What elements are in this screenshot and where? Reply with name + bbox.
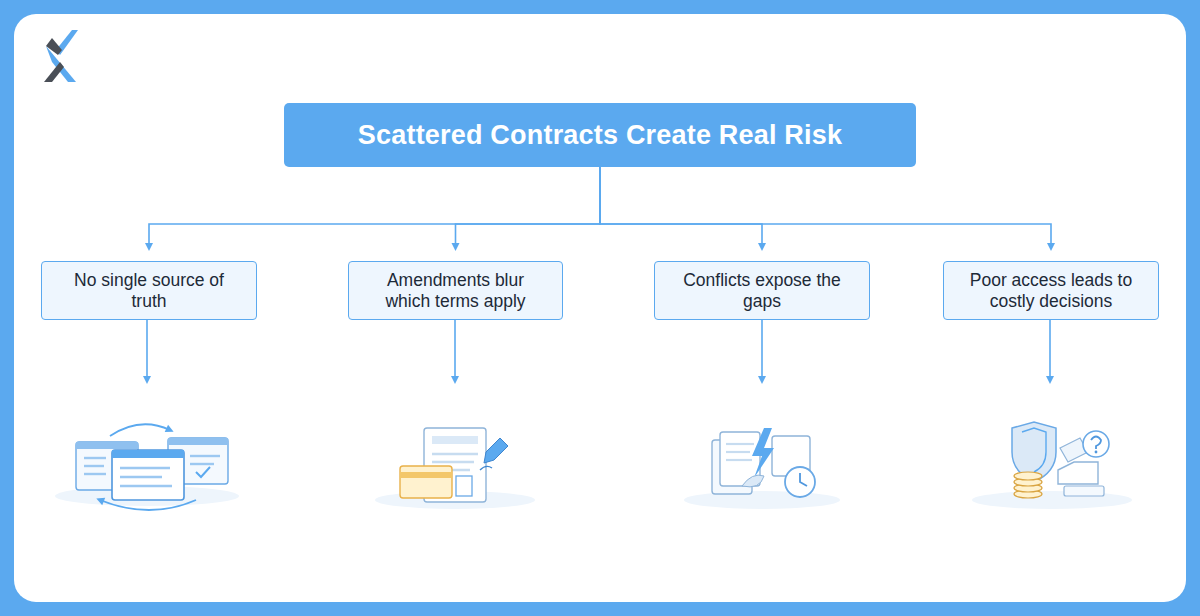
leader-lines: [147, 320, 1050, 380]
text-group: Poor access leads to costly decisions: [958, 270, 1144, 312]
process-box: Poor access leads to costly decisions: [943, 261, 1159, 320]
text-group: No single source of truth: [56, 270, 242, 312]
text-group: Amendments blur which terms apply: [363, 270, 548, 312]
windows-illustration: [55, 424, 239, 510]
conflict-illustration: [684, 428, 840, 509]
logo: [44, 30, 78, 82]
box-text: Amendments blur which terms apply: [363, 270, 548, 312]
process-box: Conflicts expose the gaps: [654, 261, 870, 320]
box-text: No single source of truth: [56, 270, 242, 312]
box-text: Conflicts expose the gaps: [669, 270, 855, 312]
connector-arrow: [456, 167, 601, 247]
title-box: Scattered Contracts Create Real Risk: [284, 103, 916, 167]
text-group: Scattered Contracts Create Real Risk: [358, 120, 842, 151]
box-text: Poor access leads to costly decisions: [958, 270, 1144, 312]
contract-illustration: [375, 428, 535, 509]
access-illustration: [972, 422, 1132, 509]
process-box: No single source of truth: [41, 261, 257, 320]
title-text: Scattered Contracts Create Real Risk: [358, 120, 842, 151]
connector-arrow: [600, 167, 1051, 247]
process-box: Amendments blur which terms apply: [348, 261, 563, 320]
text-group: Conflicts expose the gaps: [669, 270, 855, 312]
connector-arrow: [600, 167, 762, 247]
connector-arrow: [149, 167, 600, 247]
